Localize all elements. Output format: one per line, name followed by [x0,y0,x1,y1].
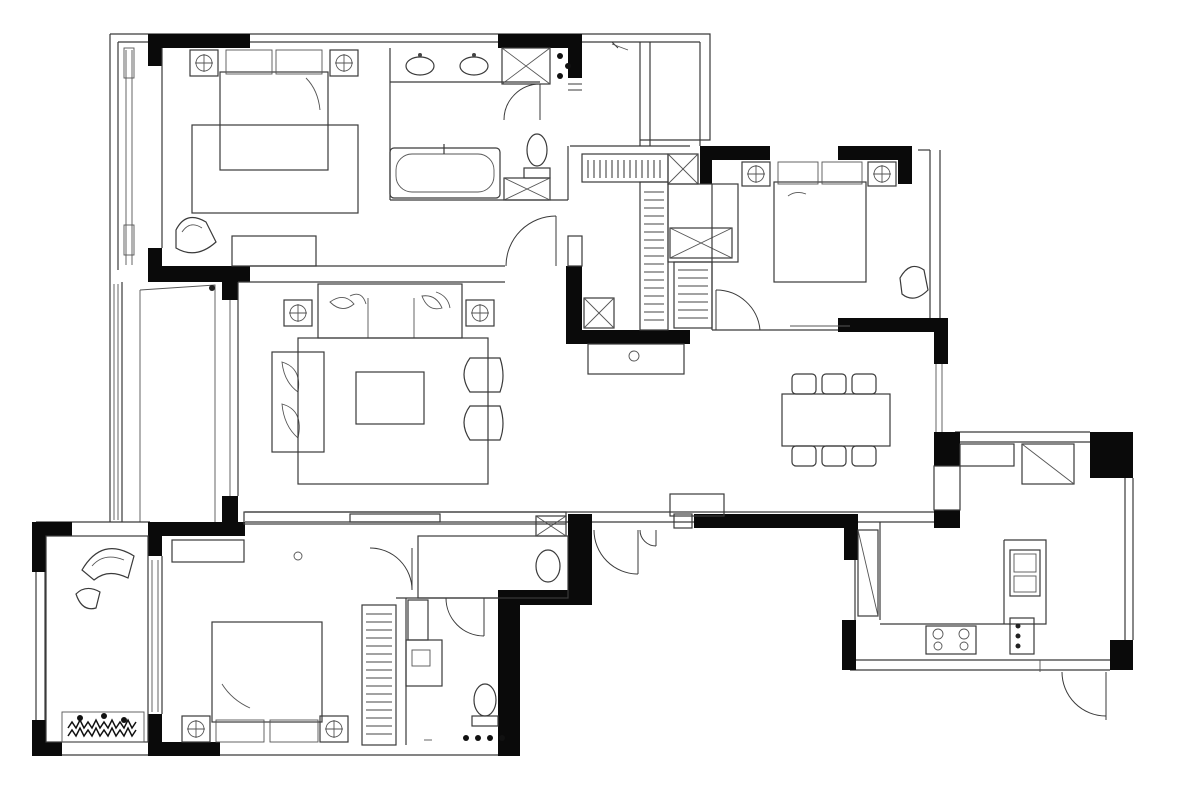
double-bed [211,621,323,743]
toilet [471,683,499,727]
entrance [243,511,693,575]
study-balcony [45,535,149,743]
bath-sink [405,639,443,687]
double-bed [191,49,359,214]
sideboard [587,343,685,375]
door-swing [503,83,541,121]
coffee-table [355,371,425,425]
bedroom-3 [151,521,413,746]
dining-area [587,343,961,511]
wardrobe [361,604,397,746]
door-swing [1061,671,1107,717]
dining-table [781,373,891,467]
entrance-door-swing [593,529,639,575]
bathroom-2 [396,515,569,745]
towel-dots [463,735,505,741]
nightstand-lamp [189,49,359,77]
sofa [317,283,463,339]
vanity [417,515,569,599]
walk-in-closet [581,153,739,331]
lounge-chair [75,548,135,610]
double-bed [773,161,867,283]
toilet [523,133,551,179]
stove [925,617,1035,655]
corridor [505,42,690,267]
double-sink [390,53,540,83]
door-swing [369,547,413,591]
bathtub [389,144,501,199]
door-swing [505,215,557,267]
living-room [229,281,725,517]
door-swing [445,597,485,637]
lounge-chair [899,265,929,299]
armchair [463,357,504,441]
shower [501,47,551,201]
kitchen-sink [1009,549,1041,597]
wardrobe-rail-top [587,160,661,178]
tv-cabinet [231,235,317,267]
lounge-chair [175,216,217,254]
planter [61,711,145,743]
fridge [959,443,1015,467]
master-bedroom [123,47,505,267]
nightstand-lamp [181,715,349,743]
rug [297,337,489,485]
towel-dots [557,53,571,79]
side-table-lamp [283,299,495,327]
wardrobe-rail-side [644,191,664,321]
master-bathroom [389,47,582,201]
console [669,493,725,517]
door-swing [715,289,761,331]
kitchen-counter [880,539,1047,625]
kitchen [857,443,1107,720]
nightstand-lamp [741,161,897,187]
bedroom-2 [711,161,929,331]
glass-partition [857,529,879,617]
balcony [113,284,215,520]
wall-outlines [35,33,1134,756]
